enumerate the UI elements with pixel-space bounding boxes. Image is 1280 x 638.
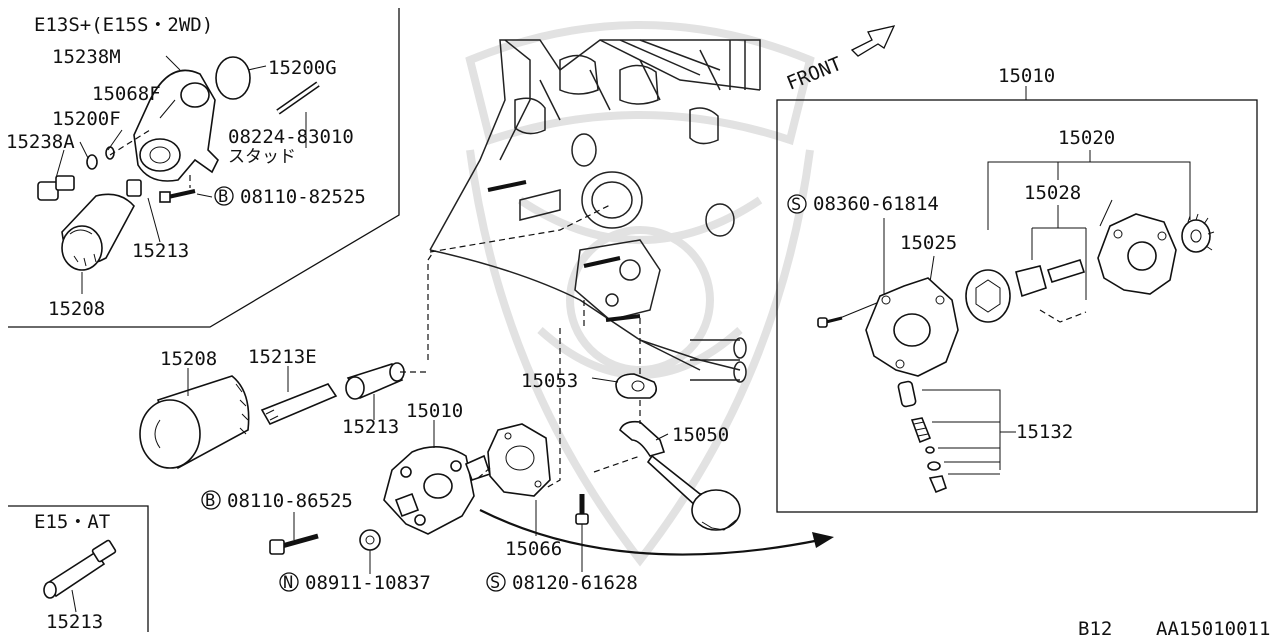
callout-15238a: 15238A bbox=[6, 131, 75, 153]
callout-08110-82525: 08110-82525 bbox=[240, 186, 366, 208]
drive-gear[interactable] bbox=[1181, 213, 1215, 253]
top-left-frame bbox=[8, 8, 400, 328]
bolt-08110-82525[interactable] bbox=[159, 189, 196, 203]
relief-valve-15132[interactable] bbox=[897, 380, 947, 494]
callout-15213e: 15213E bbox=[248, 346, 317, 368]
footer-reference-code: AA15010011 bbox=[1156, 618, 1270, 638]
callout-15025: 15025 bbox=[900, 232, 957, 254]
stud-08224[interactable] bbox=[276, 81, 320, 115]
callout-15010-detail: 15010 bbox=[998, 65, 1055, 87]
o-ring-15200f[interactable] bbox=[86, 154, 98, 170]
screw-08360-61814[interactable] bbox=[817, 316, 843, 328]
callout-08360-61814: 08360-61814 bbox=[813, 193, 939, 215]
prefix-b-mark-2: B bbox=[205, 491, 215, 511]
callout-15132: 15132 bbox=[1016, 421, 1073, 443]
inner-rotor-15028[interactable] bbox=[1015, 259, 1087, 323]
prefix-s-mark: S bbox=[490, 573, 500, 593]
oil-pump-detail-frame bbox=[776, 99, 1258, 513]
prefix-b-icon-2 bbox=[201, 490, 221, 510]
stud-15213-main[interactable] bbox=[345, 362, 405, 400]
prefix-n-mark: N bbox=[283, 573, 293, 593]
prefix-s-mark-2: S bbox=[791, 195, 801, 215]
callout-15028: 15028 bbox=[1024, 182, 1081, 204]
pump-cover-15025[interactable] bbox=[865, 277, 959, 377]
stud-15213-at[interactable] bbox=[43, 539, 117, 599]
callout-15213-top: 15213 bbox=[132, 240, 189, 262]
callout-15208-top: 15208 bbox=[48, 298, 105, 320]
detail-arrow-icon bbox=[479, 509, 821, 556]
prefix-n-icon bbox=[279, 572, 299, 592]
callout-08120-61628: 08120-61628 bbox=[512, 572, 638, 594]
callout-15053: 15053 bbox=[521, 370, 578, 392]
prefix-s-icon bbox=[486, 572, 506, 592]
callout-15213-main: 15213 bbox=[342, 416, 399, 438]
bolt-08110-86525[interactable] bbox=[269, 533, 319, 555]
pump-body[interactable] bbox=[1097, 213, 1177, 295]
washer-08911-10837[interactable] bbox=[359, 529, 381, 551]
variant-label-bottom-left: E15・AT bbox=[34, 511, 110, 533]
callout-15020: 15020 bbox=[1058, 127, 1115, 149]
bottom-left-frame bbox=[8, 505, 149, 632]
oil-pump-15010[interactable] bbox=[383, 446, 492, 535]
oil-filter-15208[interactable] bbox=[139, 375, 250, 470]
callout-15068f: 15068F bbox=[92, 83, 161, 105]
callout-15050: 15050 bbox=[672, 424, 729, 446]
stud-15213-top[interactable] bbox=[126, 179, 142, 197]
gasket-15066[interactable] bbox=[487, 423, 551, 497]
callout-08110-86525: 08110-86525 bbox=[227, 490, 353, 512]
callout-15213-at: 15213 bbox=[46, 611, 103, 633]
front-arrow-icon bbox=[850, 25, 896, 57]
gasket-15053[interactable] bbox=[615, 373, 658, 399]
detail-arrowhead-icon bbox=[812, 532, 834, 548]
callout-15066: 15066 bbox=[505, 538, 562, 560]
connector-15238a[interactable] bbox=[37, 175, 75, 201]
oil-filter-bracket[interactable] bbox=[133, 69, 219, 182]
engine-block-outline bbox=[429, 39, 761, 383]
oil-strainer-15050[interactable] bbox=[619, 420, 741, 531]
callout-08224-83010: 08224-83010 bbox=[228, 126, 354, 148]
footer-group-code: B12 bbox=[1078, 618, 1112, 638]
oil-filter-15208-top[interactable] bbox=[61, 193, 135, 271]
callout-15200g: 15200G bbox=[268, 57, 337, 79]
prefix-b-icon bbox=[214, 186, 234, 206]
bolt-08120-61628[interactable] bbox=[575, 494, 589, 525]
o-ring-15200g[interactable] bbox=[215, 56, 251, 100]
variant-label-top-left: E13S+(E15S・2WD) bbox=[34, 14, 213, 36]
callout-08911-10837: 08911-10837 bbox=[305, 572, 431, 594]
callout-15238m: 15238M bbox=[52, 46, 121, 68]
prefix-b-mark: B bbox=[218, 187, 228, 207]
connector-15213e[interactable] bbox=[260, 383, 338, 426]
callout-15208: 15208 bbox=[160, 348, 217, 370]
callout-15200f: 15200F bbox=[52, 108, 121, 130]
callout-15010-main: 15010 bbox=[406, 400, 463, 422]
prefix-s-icon-2 bbox=[787, 194, 807, 214]
callout-stud: スタッド bbox=[228, 147, 296, 167]
outer-rotor[interactable] bbox=[965, 269, 1011, 323]
